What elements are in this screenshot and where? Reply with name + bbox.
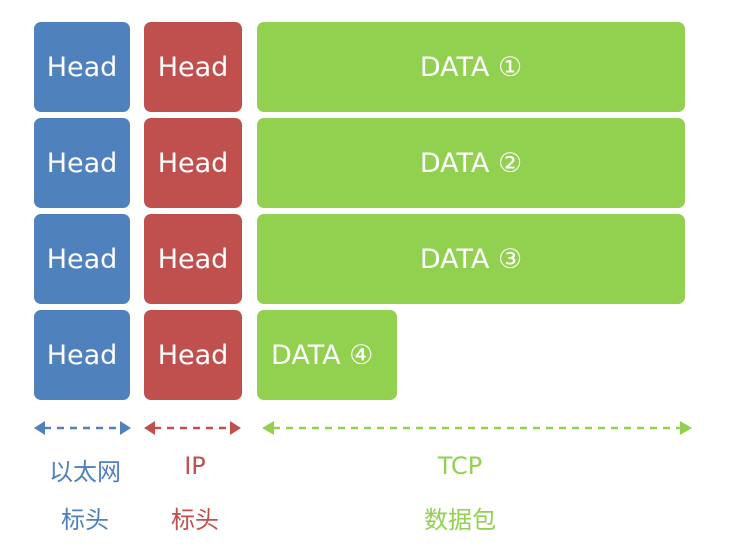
tcp-label-line2: 数据包: [424, 506, 496, 534]
data-block-1: DATA ①: [257, 22, 685, 112]
data-block-2: DATA ②: [257, 118, 685, 208]
ip-span-arrow: [144, 421, 241, 435]
ethernet-head-2: Head: [34, 118, 130, 208]
ethernet-label-line1: 以太网: [49, 458, 121, 486]
ethernet-head-4: Head: [34, 310, 130, 400]
ip-head-1: Head: [144, 22, 242, 112]
ethernet-head-1: Head: [34, 22, 130, 112]
tcp-label-line1: TCP: [437, 452, 483, 480]
ip-label-line1: IP: [184, 452, 206, 480]
ip-head-2: Head: [144, 118, 242, 208]
ip-label-line2: 标头: [171, 506, 219, 534]
ip-head-4: Head: [144, 310, 242, 400]
data-block-4: DATA ④: [257, 310, 397, 400]
tcp-span-arrow: [262, 421, 692, 435]
ethernet-span-arrow: [34, 421, 131, 435]
ethernet-label-line2: 标头: [61, 506, 109, 534]
data-block-3: DATA ③: [257, 214, 685, 304]
ethernet-head-3: Head: [34, 214, 130, 304]
ip-head-3: Head: [144, 214, 242, 304]
